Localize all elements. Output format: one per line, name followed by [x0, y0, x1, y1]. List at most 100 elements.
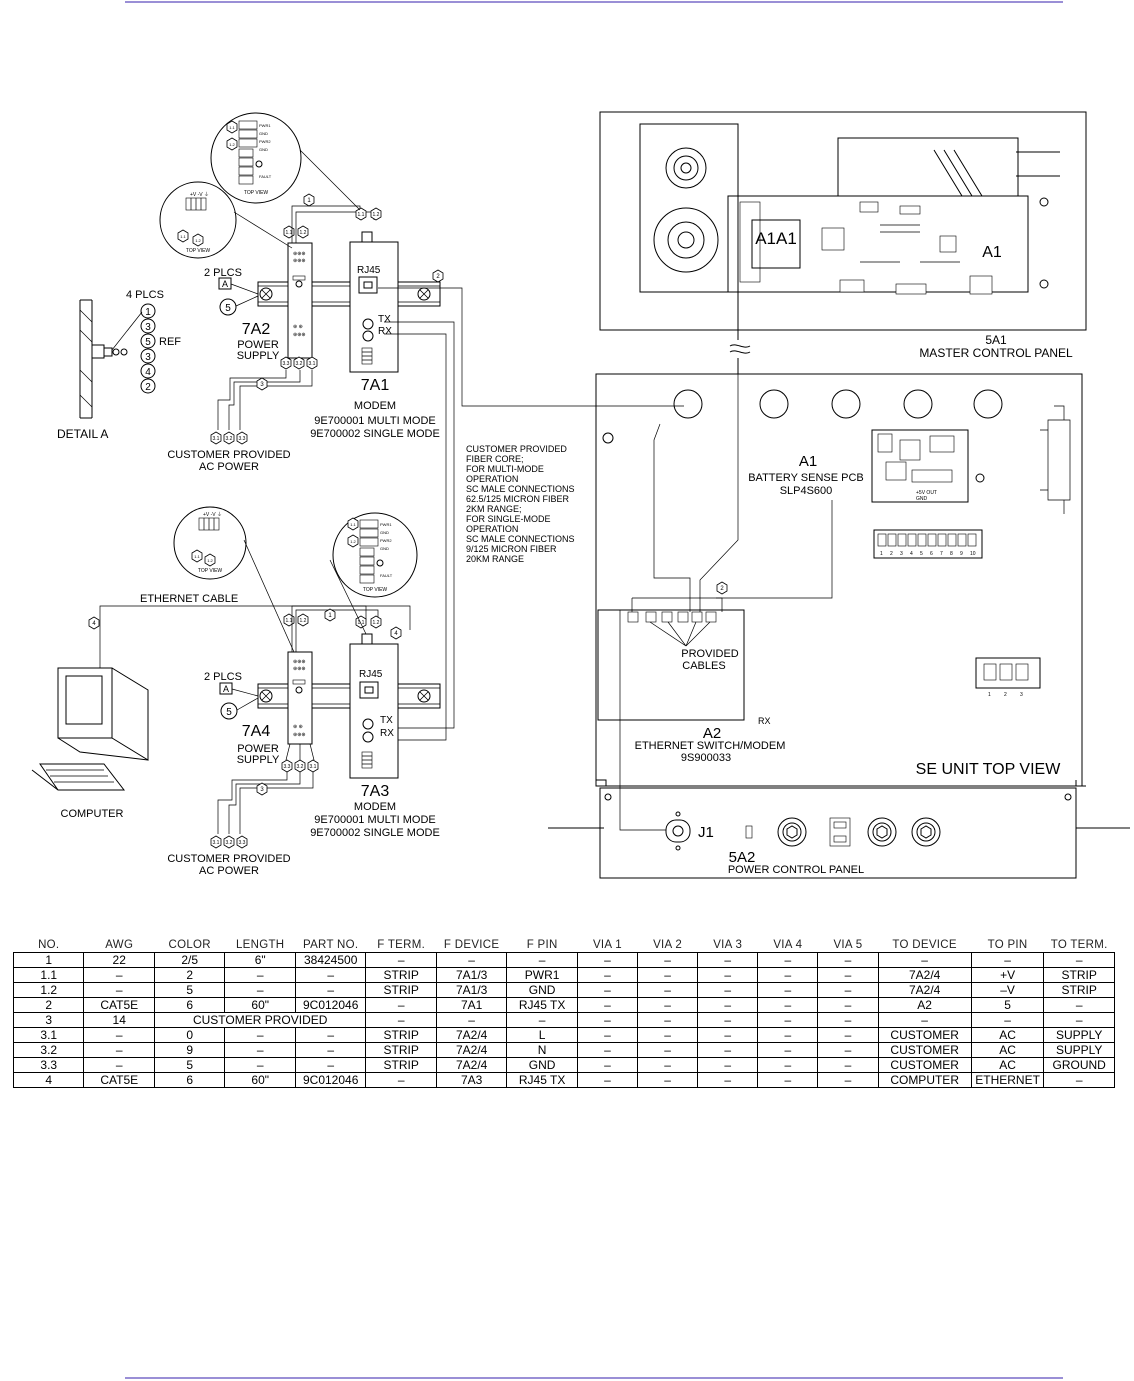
- wire-table-cell: A2: [877, 997, 972, 1013]
- svg-text:⊕⊕⊕: ⊕⊕⊕: [293, 659, 306, 665]
- wire-table-cell: SUPPLY: [1043, 1042, 1115, 1058]
- terminal-position: [957, 533, 967, 547]
- wire-table-cell: 9C012046: [294, 1072, 367, 1088]
- wire-table-cell: 5: [970, 997, 1045, 1013]
- svg-text:1.1: 1.1: [358, 212, 365, 218]
- wire-table-cell: –: [697, 952, 759, 968]
- wire-table-cell: –: [1043, 1012, 1115, 1028]
- wire-table-cell: –: [757, 1027, 819, 1043]
- wire-table-cell: –: [817, 982, 879, 998]
- wire-table-header-cell: PART NO.: [302, 939, 359, 951]
- svg-text:1.2: 1.2: [373, 620, 380, 626]
- wire-table-cell: –: [757, 1057, 819, 1073]
- wire-table-cell: CUSTOMER: [877, 1027, 972, 1043]
- svg-text:1: 1: [145, 307, 151, 318]
- wire-table-header-cell: TO DEVICE: [892, 939, 957, 951]
- wire-table-header-cell: VIA 1: [592, 939, 622, 951]
- terminal-position: [967, 533, 977, 547]
- wire-table-cell: 60": [224, 997, 296, 1013]
- svg-text:FAULT: FAULT: [259, 174, 272, 179]
- svg-text:5: 5: [225, 303, 231, 314]
- svg-text:1.2: 1.2: [300, 230, 307, 236]
- ethernet-switch-a2: PROVIDED CABLES A2 ETHERNET SWITCH/MODEM…: [597, 597, 785, 764]
- bottom-rule: [125, 1377, 1063, 1379]
- top-view-upper-ps: +V -V ⏚ 1.1 1.2 TOP VIEW: [159, 181, 293, 259]
- detail-ref-label: REF: [159, 336, 181, 348]
- wire-table-cell: –: [1043, 997, 1115, 1013]
- wire-table-cell: 7A2/4: [435, 1057, 508, 1073]
- wire-table-cell: 3.3: [12, 1057, 85, 1073]
- wire-table-cell: –: [877, 952, 972, 968]
- wire-table-cell: –: [365, 1072, 437, 1088]
- wire-table-header-cell: F PIN: [526, 939, 558, 951]
- fiber-note-line: SC MALE CONNECTIONS: [466, 534, 575, 544]
- wire-table-cell: CUSTOMER PROVIDED: [153, 1012, 367, 1028]
- terminal-number: 7: [940, 551, 943, 557]
- terminal-position: [887, 533, 897, 547]
- wire-table-cell: –: [1043, 1072, 1115, 1088]
- wire-table-cell: –: [365, 952, 437, 968]
- svg-text:3: 3: [260, 382, 264, 388]
- wire-table-cell: RJ45 TX: [506, 1072, 578, 1088]
- wire-table-cell: 2: [12, 997, 85, 1013]
- svg-text:1.2: 1.2: [300, 618, 307, 624]
- svg-text:9E700002 SINGLE MODE: 9E700002 SINGLE MODE: [310, 827, 440, 839]
- wire-table-cell: –: [697, 1057, 759, 1073]
- wire-table-cell: 6: [153, 1072, 226, 1088]
- terminal-number: 6: [930, 551, 933, 557]
- wire-table-cell: 1.1: [12, 967, 85, 983]
- wire-table-header-cell: LENGTH: [235, 939, 285, 951]
- terminal-number: 4: [910, 551, 913, 557]
- svg-text:1: 1: [328, 613, 332, 619]
- svg-text:⊕⊕⊕: ⊕⊕⊕: [293, 258, 306, 264]
- svg-text:4: 4: [394, 631, 398, 637]
- wire-table-cell: AC: [970, 1027, 1045, 1043]
- svg-text:BATTERY SENSE PCB: BATTERY SENSE PCB: [748, 472, 864, 484]
- wire-table-cell: –: [757, 967, 819, 983]
- svg-text:3.3: 3.3: [284, 764, 291, 770]
- wire-table-header-cell: VIA 5: [833, 939, 863, 951]
- terminal-position: [937, 533, 947, 547]
- wire-table-header-cell: F TERM.: [377, 939, 426, 951]
- wire-table-cell: RJ45 TX: [506, 997, 578, 1013]
- svg-text:1: 1: [307, 198, 311, 204]
- fiber-note-line: OPERATION: [466, 524, 518, 534]
- a2-title: A2: [703, 725, 721, 742]
- svg-text:TX: TX: [378, 314, 391, 325]
- wire-table-header-cell: VIA 3: [713, 939, 743, 951]
- svg-text:5: 5: [145, 337, 151, 348]
- ps-7a2-title: 7A2: [242, 321, 271, 338]
- wire-table-cell: –: [576, 1012, 639, 1028]
- wire-table-cell: –: [877, 1012, 972, 1028]
- wire-table-cell: –: [83, 967, 155, 983]
- svg-text:3.2: 3.2: [297, 764, 304, 770]
- wire-table-cell: –: [757, 982, 819, 998]
- wire-table-cell: AC: [970, 1057, 1045, 1073]
- svg-text:5: 5: [226, 707, 232, 718]
- wire-table-cell: AC: [970, 1042, 1045, 1058]
- svg-text:POWER: POWER: [237, 743, 279, 755]
- svg-text:RJ45: RJ45: [357, 265, 381, 276]
- wire-table-cell: –: [83, 982, 155, 998]
- wire-table-cell: ETHERNET: [970, 1072, 1045, 1088]
- wire-table-cell: 60": [224, 1072, 296, 1088]
- fiber-note-line: FIBER CORE;: [466, 454, 524, 464]
- wire-table-cell: –: [817, 1057, 879, 1073]
- wire-table-cell: –: [506, 952, 578, 968]
- wire-table-cell: COMPUTER: [877, 1072, 972, 1088]
- wire-table-cell: –: [817, 952, 879, 968]
- wire-table-cell: –: [697, 997, 759, 1013]
- fiber-note-line: FOR MULTI-MODE: [466, 464, 544, 474]
- svg-text:AC POWER: AC POWER: [199, 461, 259, 473]
- detail-a-label: DETAIL A: [57, 427, 108, 441]
- wire-table-header-cell: VIA 2: [653, 939, 683, 951]
- wire-table-cell: –: [817, 1042, 879, 1058]
- wire-table-cell: SUPPLY: [1043, 1027, 1115, 1043]
